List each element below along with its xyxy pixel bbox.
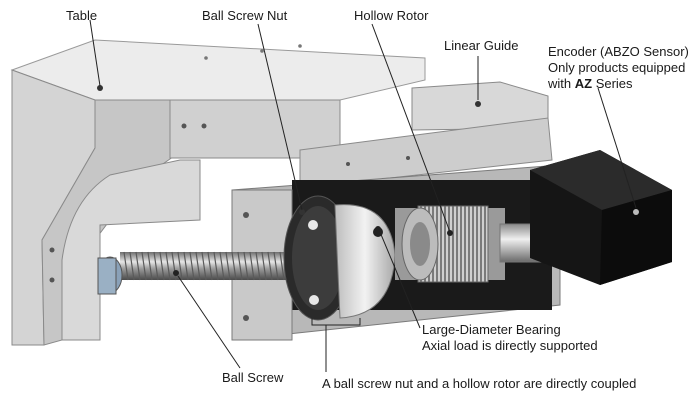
encoder-label-suffix: Series [592, 76, 633, 91]
coupling-note-label: A ball screw nut and a hollow rotor are … [322, 376, 637, 391]
ball-screw-label: Ball Screw [222, 370, 284, 385]
screw-thread [249, 251, 255, 281]
screw-thread [165, 251, 171, 281]
screw-thread [177, 251, 183, 281]
screw-thread [195, 251, 201, 281]
screw-thread [219, 251, 225, 281]
leader-lines [89, 19, 637, 372]
encoder-block [530, 150, 672, 285]
ball-screw-nut-assembly [283, 195, 396, 321]
screw-thread [159, 251, 165, 281]
bearing-label-line1: Large-Diameter Bearing [422, 322, 561, 337]
screw-thread [135, 251, 141, 281]
encoder-label-prefix: with [548, 76, 575, 91]
screw-thread [129, 251, 135, 281]
screw-thread [273, 251, 279, 281]
screw-thread [267, 251, 273, 281]
hollow-rotor [395, 205, 505, 283]
linear-guide-label: Linear Guide [444, 38, 519, 53]
encoder-label: Encoder (ABZO Sensor) Only products equi… [548, 44, 689, 92]
screw-thread [147, 251, 153, 281]
screw-thread [207, 251, 213, 281]
screw-thread [255, 251, 261, 281]
encoder-label-line1: Encoder (ABZO Sensor) [548, 44, 689, 59]
screw-thread [225, 251, 231, 281]
encoder-label-line3: with AZ Series [548, 76, 689, 92]
screw-thread [213, 251, 219, 281]
bearing-label: Large-Diameter Bearing Axial load is dir… [422, 322, 598, 354]
az-series-mark: AZ [574, 76, 593, 91]
coupling-bracket [311, 318, 361, 326]
ball-screw-nut-label: Ball Screw Nut [202, 8, 288, 23]
screw-thread [261, 251, 267, 281]
table-label: Table [66, 8, 98, 23]
screw-thread [153, 251, 159, 281]
encoder-label-line2: Only products equipped [548, 60, 686, 75]
hollow-rotor-label: Hollow Rotor [354, 8, 429, 23]
bearing-label-line2: Axial load is directly supported [422, 338, 598, 353]
screw-thread [183, 251, 189, 281]
screw-thread [141, 251, 147, 281]
screw-thread [243, 251, 249, 281]
linear-guide [299, 81, 553, 189]
screw-thread [231, 251, 237, 281]
screw-thread [237, 251, 243, 281]
screw-thread [279, 251, 285, 281]
screw-thread [189, 251, 195, 281]
screw-thread [123, 251, 129, 281]
screw-thread [201, 251, 207, 281]
